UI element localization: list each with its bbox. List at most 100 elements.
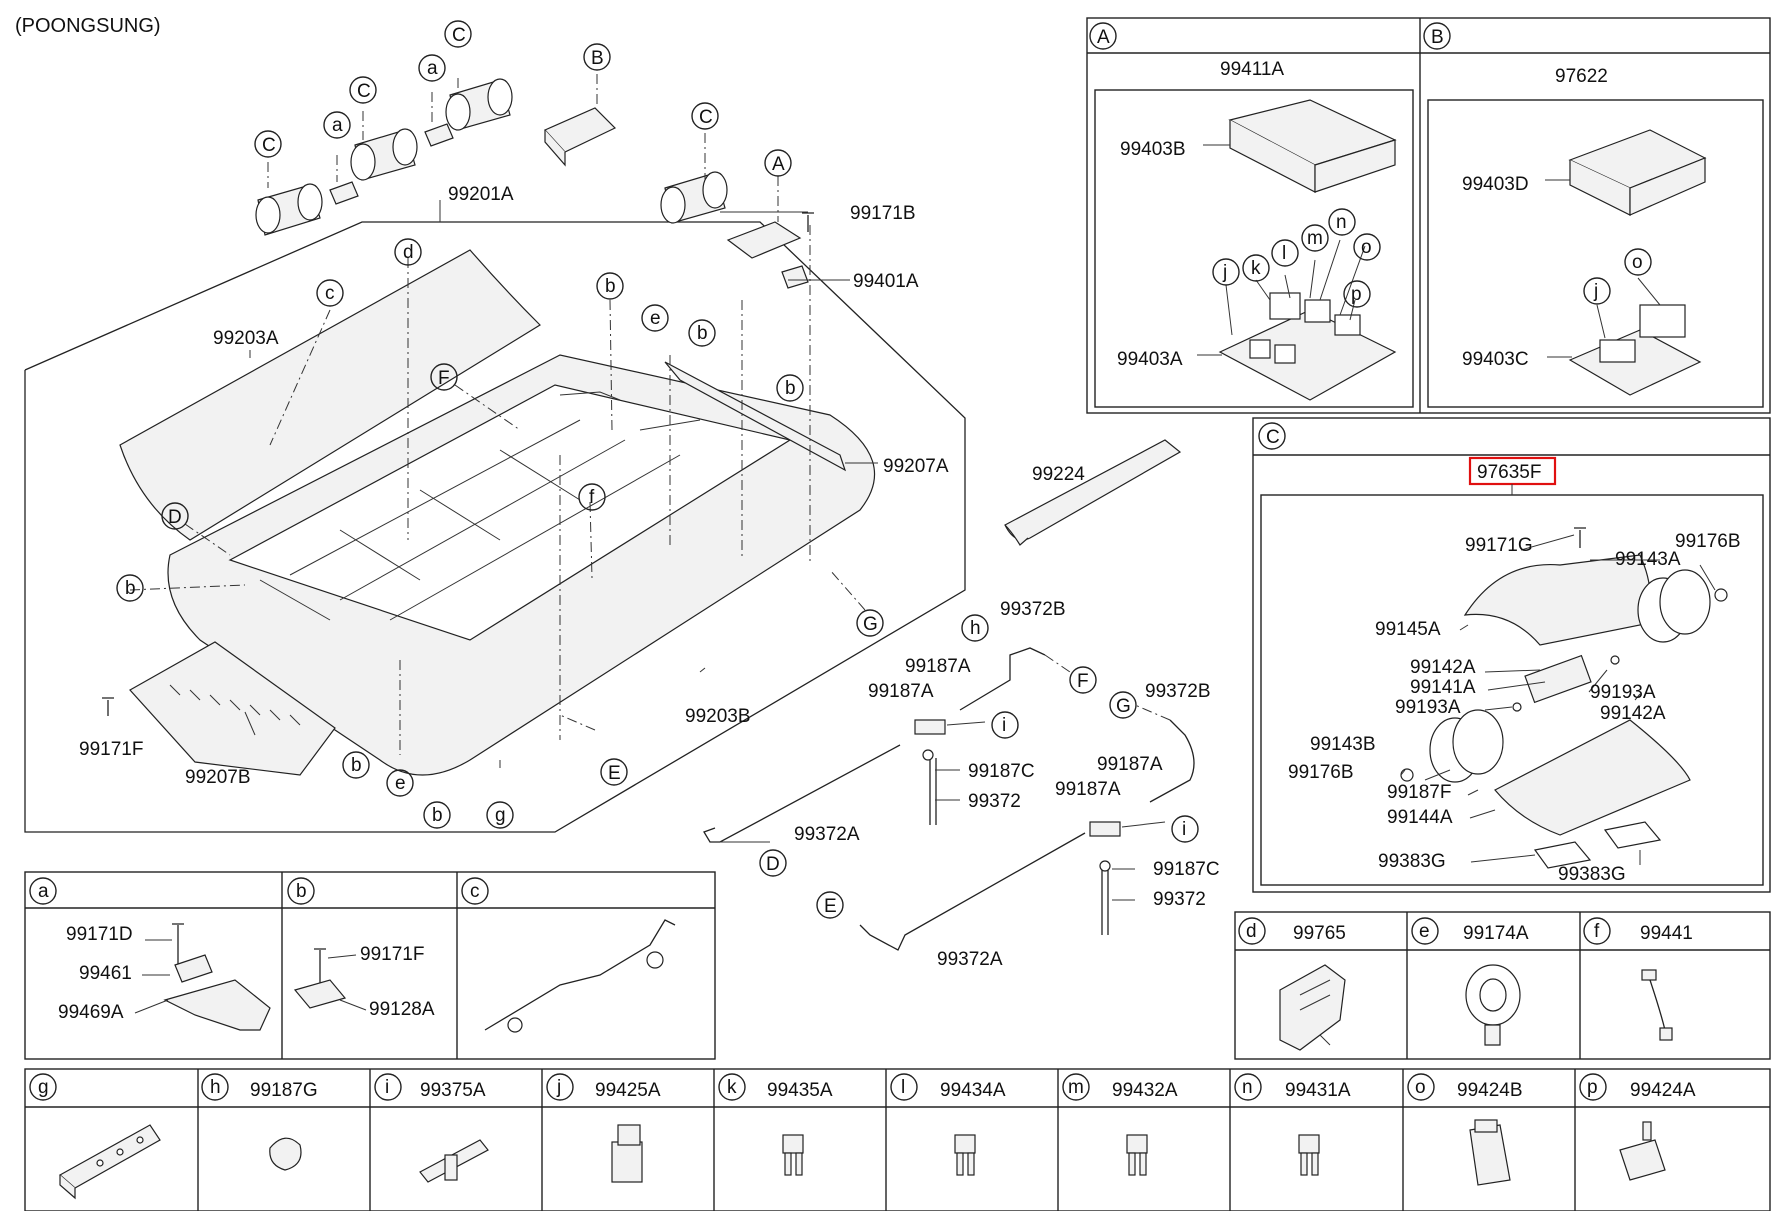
label-99469A: 99469A <box>58 1002 124 1023</box>
callout-C: C <box>262 135 276 156</box>
label-99171D: 99171D <box>66 924 133 945</box>
detail-b-letter: b <box>296 881 307 902</box>
maker-label: (POONGSUNG) <box>15 15 161 37</box>
callout-D: D <box>766 854 780 875</box>
label-99176B-1: 99176B <box>1675 531 1741 552</box>
callout-m: m <box>1307 228 1323 249</box>
label-99143B: 99143B <box>1310 734 1376 755</box>
callout-a: a <box>332 115 343 136</box>
callout-i: i <box>1182 819 1186 840</box>
callout-j-b: j <box>1593 281 1598 302</box>
label-99203B: 99203B <box>685 706 751 727</box>
label-99207A: 99207A <box>883 456 949 477</box>
callout-B: B <box>591 48 604 69</box>
detail-l-letter: l <box>901 1077 905 1098</box>
detail-k-letter: k <box>727 1077 737 1098</box>
label-99424B: 99424B <box>1457 1080 1523 1101</box>
callout-p: p <box>1351 284 1362 305</box>
label-99375A: 99375A <box>420 1080 486 1101</box>
detail-j-letter: j <box>556 1077 561 1098</box>
callout-E: E <box>608 763 621 784</box>
label-99403B: 99403B <box>1120 139 1186 160</box>
panel-b-letter: B <box>1431 27 1444 48</box>
label-99403C: 99403C <box>1462 349 1529 370</box>
callout-g: g <box>495 805 506 826</box>
label-99425A: 99425A <box>595 1080 661 1101</box>
callout-o-b: o <box>1632 252 1643 273</box>
hose-assembly <box>703 647 1195 951</box>
callout-n: n <box>1336 212 1347 233</box>
label-99187A-3: 99187A <box>1097 754 1163 775</box>
callout-C: C <box>357 81 371 102</box>
label-99372B-2: 99372B <box>1145 681 1211 702</box>
callout-F: F <box>438 368 450 389</box>
callout-j: j <box>1222 262 1227 283</box>
label-99207B: 99207B <box>185 767 251 788</box>
callout-b: b <box>785 378 796 399</box>
callout-d: d <box>403 242 414 263</box>
label-99372A-1: 99372A <box>794 824 860 845</box>
callout-o: o <box>1361 237 1372 258</box>
blower-unit-3 <box>445 78 513 131</box>
fuse-n <box>1298 1134 1320 1176</box>
label-99401A: 99401A <box>853 271 919 292</box>
callout-E: E <box>824 896 837 917</box>
detail-d-letter: d <box>1246 921 1257 942</box>
label-99201A: 99201A <box>448 184 514 205</box>
detail-row-2: d e f 99765 99174A 99441 <box>1234 911 1771 1060</box>
callout-e: e <box>395 773 406 794</box>
callout-a: a <box>427 58 438 79</box>
label-99403D: 99403D <box>1462 174 1529 195</box>
label-99435A: 99435A <box>767 1080 833 1101</box>
label-99372-1: 99372 <box>968 791 1021 812</box>
detail-m-letter: m <box>1068 1077 1084 1098</box>
callout-C: C <box>452 25 466 46</box>
label-99187G: 99187G <box>250 1080 318 1101</box>
label-99176B-2: 99176B <box>1288 762 1354 783</box>
hose-callouts: h F i G i D E <box>759 614 1199 919</box>
detail-row-1: a b c 99171D 99461 99469A 99171F 99128A <box>24 871 716 1060</box>
callout-h: h <box>970 618 981 639</box>
callout-i: i <box>1002 715 1006 736</box>
label-99187C-1: 99187C <box>968 761 1035 782</box>
panel-b-title: 97622 <box>1555 66 1608 87</box>
label-99383G-2: 99383G <box>1558 864 1626 885</box>
panel-a-letter: A <box>1097 27 1110 48</box>
detail-g-letter: g <box>38 1077 49 1098</box>
callout-D: D <box>168 507 182 528</box>
label-99171F-detail: 99171F <box>360 944 424 965</box>
detail-f-letter: f <box>1594 921 1600 942</box>
label-99171F-main: 99171F <box>79 739 143 760</box>
callout-F: F <box>1077 671 1089 692</box>
label-99372-2: 99372 <box>1153 889 1206 910</box>
label-99187A-2: 99187A <box>868 681 934 702</box>
label-99193A-2: 99193A <box>1590 682 1656 703</box>
label-99224: 99224 <box>1032 464 1085 485</box>
label-99143A: 99143A <box>1615 549 1681 570</box>
label-99144A: 99144A <box>1387 807 1453 828</box>
label-99187F: 99187F <box>1387 782 1451 803</box>
callout-c: c <box>325 283 335 304</box>
label-99145A: 99145A <box>1375 619 1441 640</box>
detail-i-letter: i <box>385 1077 389 1098</box>
detail-a-letter: a <box>38 881 49 902</box>
detail-c-letter: c <box>470 881 480 902</box>
label-99383G-1: 99383G <box>1378 851 1446 872</box>
callout-k: k <box>1251 258 1261 279</box>
label-99403A: 99403A <box>1117 349 1183 370</box>
callout-b: b <box>351 755 362 776</box>
fuse-l <box>954 1134 976 1176</box>
label-99187A-4: 99187A <box>1055 779 1121 800</box>
label-99142A-1: 99142A <box>1410 657 1476 678</box>
label-99171G: 99171G <box>1465 535 1533 556</box>
panel-c: C 97635F 99171G 99176B 99143A 99145A 991… <box>1252 417 1771 893</box>
detail-p-letter: p <box>1587 1077 1598 1098</box>
label-99765: 99765 <box>1293 923 1346 944</box>
label-99432A: 99432A <box>1112 1080 1178 1101</box>
label-99171B: 99171B <box>850 203 916 224</box>
label-99372A-2: 99372A <box>937 949 1003 970</box>
blower-unit-2 <box>350 128 418 181</box>
callout-f: f <box>589 487 595 508</box>
label-99424A: 99424A <box>1630 1080 1696 1101</box>
